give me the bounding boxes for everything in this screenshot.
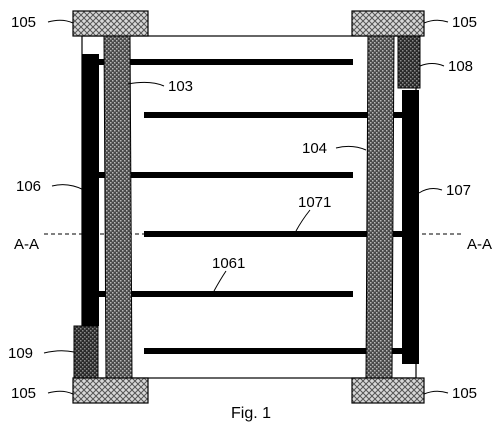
label-1061: 1061 [212, 255, 245, 272]
leader-108 [419, 63, 445, 67]
leader-105-tl [47, 19, 74, 24]
leader-105-tr [423, 19, 449, 24]
label-section-left: A-A [14, 236, 39, 253]
finger-left-3 [96, 291, 353, 297]
finger-left-2 [96, 172, 353, 178]
figure-caption: Fig. 1 [231, 405, 271, 422]
label-104: 104 [302, 140, 327, 157]
leader-105-br [423, 390, 449, 395]
leader-109 [43, 350, 75, 354]
leader-1061 [213, 270, 227, 292]
label-109: 109 [8, 345, 33, 362]
label-107: 107 [446, 182, 471, 199]
leader-103 [127, 81, 165, 87]
label-103: 103 [168, 78, 193, 95]
pad-bottom-left [72, 377, 149, 404]
block-left-bottom [73, 325, 99, 379]
leader-lines [43, 19, 449, 395]
leader-1071 [295, 209, 311, 232]
electrode-left [103, 35, 133, 379]
leader-107 [418, 188, 443, 194]
finger-left-1 [96, 59, 353, 65]
label-105-bottom-right: 105 [452, 385, 477, 402]
label-section-right: A-A [467, 236, 492, 253]
finger-right-2 [144, 231, 406, 237]
bus-right [402, 90, 419, 364]
block-right-top [397, 35, 421, 89]
electrode-right [365, 35, 395, 379]
label-106: 106 [16, 178, 41, 195]
bus-left [82, 54, 99, 326]
pad-bottom-right [351, 377, 425, 404]
leader-105-bl [47, 390, 74, 395]
pad-top-left [72, 10, 149, 37]
pad-top-right [351, 10, 425, 37]
label-105-bottom-left: 105 [11, 385, 36, 402]
label-105-top-right: 105 [452, 14, 477, 31]
finger-right-1 [144, 112, 406, 118]
substrate-outline [81, 35, 417, 379]
finger-right-3 [144, 348, 406, 354]
label-108: 108 [448, 58, 473, 75]
leader-106 [51, 184, 85, 191]
label-105-top-left: 105 [11, 14, 36, 31]
leader-104 [335, 145, 367, 151]
label-1071: 1071 [298, 194, 331, 211]
